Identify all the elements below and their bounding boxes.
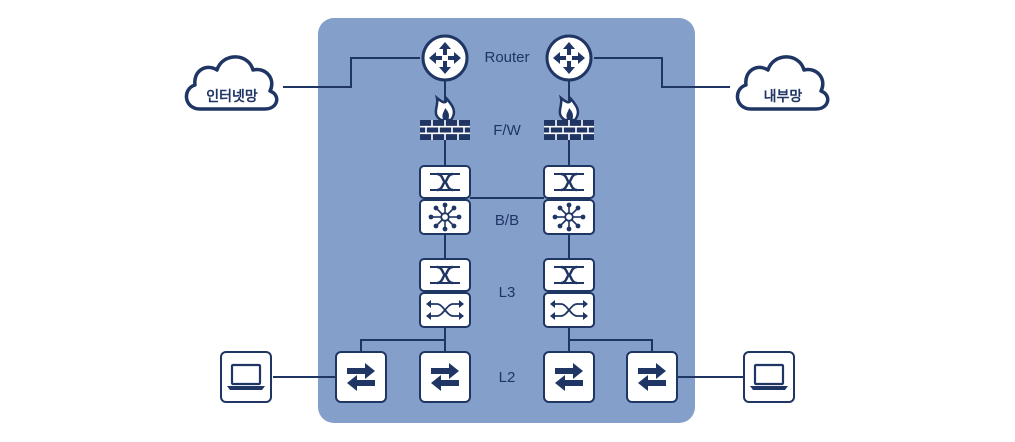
internet-cloud-label: 인터넷망 [206,88,258,105]
switch-x-icon [418,257,472,293]
exchange-arrows-icon [335,351,387,403]
exchange-arrows-icon [543,351,595,403]
crossing-arrows-icon [419,292,471,328]
switch-x-icon [418,164,472,200]
laptop-icon [742,350,796,404]
exchange-arrows-icon [626,351,678,403]
router-icon [421,34,469,82]
firewall-label: F/W [493,122,521,139]
connection-lines [273,57,744,378]
hub-star-icon [543,199,595,235]
internal-cloud: 내부망 [735,55,830,111]
switch-x-icon [542,257,596,293]
exchange-arrows-icon [419,351,471,403]
backbone-label: B/B [495,212,519,229]
laptop-icon [219,350,273,404]
switch-x-icon [542,164,596,200]
hub-star-icon [419,199,471,235]
l2-label: L2 [499,369,516,386]
router-label: Router [484,49,529,66]
crossing-arrows-icon [543,292,595,328]
l3-label: L3 [499,284,516,301]
router-icon [545,34,593,82]
internet-cloud: 인터넷망 [184,55,279,111]
internal-cloud-label: 내부망 [764,88,803,105]
network-zone-panel [318,18,695,423]
